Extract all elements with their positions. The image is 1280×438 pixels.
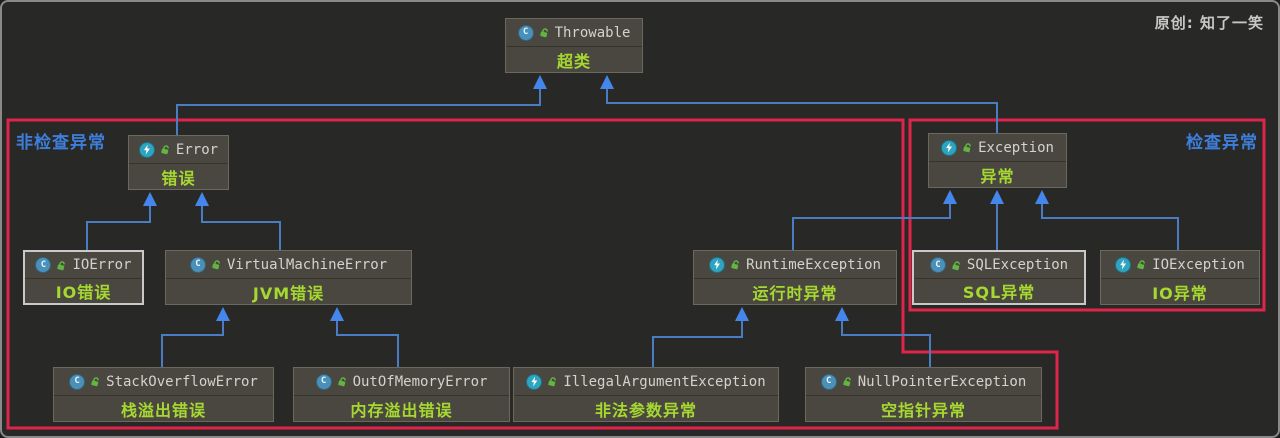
edge-sql-exception bbox=[990, 190, 1004, 250]
class-icon bbox=[820, 373, 837, 390]
lock-icon bbox=[91, 377, 99, 387]
class-label-cn: 超类 bbox=[556, 51, 591, 71]
lock-icon bbox=[212, 260, 220, 270]
node-nullpointerexception[interactable]: NullPointerException 空指针异常 bbox=[805, 367, 1042, 422]
class-name: StackOverflowError bbox=[106, 373, 258, 390]
class-label-cn: IO错误 bbox=[55, 283, 112, 302]
node-error[interactable]: Error 错误 bbox=[128, 135, 229, 190]
lock-icon bbox=[57, 260, 66, 270]
node-sqlexception[interactable]: SQLException SQL异常 bbox=[912, 250, 1086, 305]
class-label-cn: 空指针异常 bbox=[880, 400, 966, 420]
lock-icon bbox=[731, 260, 739, 270]
watermark-text: 原创: 知了一笑 bbox=[1154, 14, 1264, 32]
node-outofmemoryerror[interactable]: OutOfMemoryError 内存溢出错误 bbox=[293, 367, 510, 422]
unchecked-region-label: 非检查异常 bbox=[16, 133, 106, 153]
class-name: Exception bbox=[978, 139, 1054, 156]
class-icon bbox=[35, 257, 52, 273]
class-icon bbox=[517, 24, 534, 41]
edge-vme-error bbox=[195, 192, 281, 250]
node-ioerror[interactable]: IOError IO错误 bbox=[23, 250, 144, 305]
class-name: RuntimeException bbox=[746, 256, 881, 273]
node-stackoverflowerror[interactable]: StackOverflowError 栈溢出错误 bbox=[53, 367, 274, 422]
class-icon bbox=[315, 373, 332, 390]
class-label-cn: 运行时异常 bbox=[752, 283, 838, 303]
node-virtualmachineerror[interactable]: VirtualMachineError JVM错误 bbox=[165, 250, 412, 305]
edge-oom-vme bbox=[330, 307, 399, 367]
class-icon bbox=[69, 373, 86, 390]
class-icon bbox=[929, 257, 946, 273]
class-icon bbox=[189, 256, 206, 273]
edge-error-throwable bbox=[176, 75, 547, 135]
exception-class-icon bbox=[1115, 256, 1132, 273]
exception-class-icon bbox=[526, 373, 543, 390]
node-illegalargumentexception[interactable]: IllegalArgumentException 非法参数异常 bbox=[513, 367, 779, 422]
exception-class-icon bbox=[709, 256, 726, 273]
lock-icon bbox=[1137, 260, 1145, 270]
node-runtimeexception[interactable]: RuntimeException 运行时异常 bbox=[693, 250, 897, 305]
class-label-cn: SQL异常 bbox=[962, 283, 1036, 302]
edge-npe-runtime bbox=[835, 307, 931, 367]
lock-icon bbox=[842, 377, 851, 387]
class-name: VirtualMachineError bbox=[226, 256, 388, 273]
class-name: Error bbox=[175, 141, 219, 158]
checked-region-label: 检查异常 bbox=[1186, 133, 1258, 153]
class-name: IOError bbox=[72, 257, 132, 273]
lock-icon bbox=[161, 145, 169, 155]
edge-exception-throwable bbox=[600, 75, 998, 133]
class-label-cn: 异常 bbox=[980, 166, 1015, 186]
lock-icon bbox=[337, 377, 346, 387]
node-ioexception[interactable]: IOException IO异常 bbox=[1100, 250, 1260, 305]
class-label-cn: 内存溢出错误 bbox=[350, 400, 453, 420]
class-name: OutOfMemoryError bbox=[352, 373, 488, 390]
node-throwable[interactable]: Throwable 超类 bbox=[505, 18, 643, 73]
class-label-cn: IO异常 bbox=[1152, 283, 1208, 303]
edge-soe-vme bbox=[161, 307, 230, 367]
lock-icon bbox=[548, 377, 557, 387]
class-label-cn: 非法参数异常 bbox=[594, 400, 697, 420]
class-label-cn: 栈溢出错误 bbox=[120, 400, 206, 420]
edge-iae-runtime bbox=[652, 307, 749, 367]
edge-ioerror-error bbox=[86, 192, 157, 250]
exception-class-icon bbox=[138, 141, 155, 158]
class-name: NullPointerException bbox=[857, 373, 1027, 390]
node-exception[interactable]: Exception 异常 bbox=[928, 133, 1067, 188]
edge-ioexception-exception bbox=[1035, 190, 1179, 250]
class-label-cn: 错误 bbox=[161, 168, 196, 188]
lock-icon bbox=[539, 28, 548, 38]
class-name: SQLException bbox=[966, 257, 1069, 273]
lock-icon bbox=[952, 260, 960, 270]
class-name: Throwable bbox=[554, 24, 631, 41]
class-name: IOException bbox=[1152, 256, 1245, 273]
exception-class-icon bbox=[941, 139, 958, 156]
class-name: IllegalArgumentException bbox=[563, 373, 766, 390]
edge-runtime-exception bbox=[792, 190, 957, 250]
lock-icon bbox=[963, 143, 971, 153]
class-label-cn: JVM错误 bbox=[252, 283, 325, 303]
